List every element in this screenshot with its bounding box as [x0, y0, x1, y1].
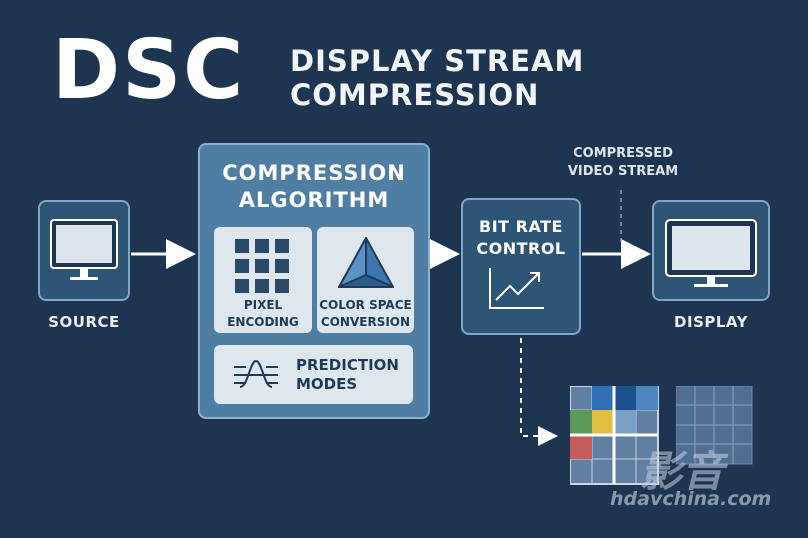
- display-label: DISPLAY: [674, 313, 748, 331]
- compressed-stream-label: COMPRESSED VIDEO STREAM: [563, 145, 683, 181]
- stream-label-line-1: COMPRESSED: [573, 146, 673, 161]
- pixel-grid-icon: [235, 239, 289, 293]
- algo-title-line-1: COMPRESSION: [222, 161, 406, 185]
- subtitle-line-1: DISPLAY STREAM: [290, 44, 585, 78]
- pixel-encoding-line-2: ENCODING: [227, 315, 299, 329]
- color-space-label: COLOR SPACE CONVERSION: [317, 297, 414, 331]
- prediction-line-2: MODES: [296, 375, 358, 393]
- pixel-encoding-line-1: PIXEL: [243, 298, 283, 312]
- pixel-encoding-label: PIXEL ENCODING: [214, 297, 312, 331]
- source-label: SOURCE: [48, 313, 120, 331]
- prediction-waveform-icon: [234, 359, 278, 388]
- brc-line-2: CONTROL: [476, 239, 566, 258]
- trend-chart-icon: [489, 268, 544, 309]
- arrow-brc-to-slices: [520, 338, 558, 446]
- color-space-line-2: CONVERSION: [320, 315, 411, 329]
- dsc-logo: DSC: [52, 23, 246, 118]
- bit-rate-control-box: [461, 198, 581, 335]
- gray-slice-grid: [676, 386, 753, 465]
- prediction-modes-label: PREDICTION MODES: [296, 356, 399, 394]
- color-space-line-1: COLOR SPACE: [319, 298, 412, 312]
- algo-title-line-2: ALGORITHM: [238, 188, 390, 212]
- pixel-encoding-card: PIXEL ENCODING: [214, 227, 312, 333]
- watermark-url: hdavchina.com: [610, 488, 772, 510]
- bit-rate-control-title: BIT RATE CONTROL: [461, 216, 581, 260]
- watermark-chinese: 影音: [640, 447, 725, 496]
- pyramid-icon: [338, 237, 394, 288]
- colored-slice-grid: [570, 386, 659, 485]
- source-box: [38, 200, 130, 301]
- brc-line-1: BIT RATE: [479, 217, 563, 236]
- page-subtitle: DISPLAY STREAM COMPRESSION: [290, 44, 584, 112]
- prediction-modes-card: PREDICTION MODES: [214, 345, 413, 404]
- display-box: [652, 200, 770, 301]
- color-space-card: COLOR SPACE CONVERSION: [317, 227, 414, 333]
- compression-algorithm-title: COMPRESSION ALGORITHM: [198, 160, 430, 214]
- stream-label-line-2: VIDEO STREAM: [567, 164, 679, 179]
- monitor-icon: [665, 219, 757, 287]
- subtitle-line-2: COMPRESSION: [290, 78, 540, 112]
- monitor-icon: [50, 219, 118, 280]
- prediction-line-1: PREDICTION: [296, 356, 399, 374]
